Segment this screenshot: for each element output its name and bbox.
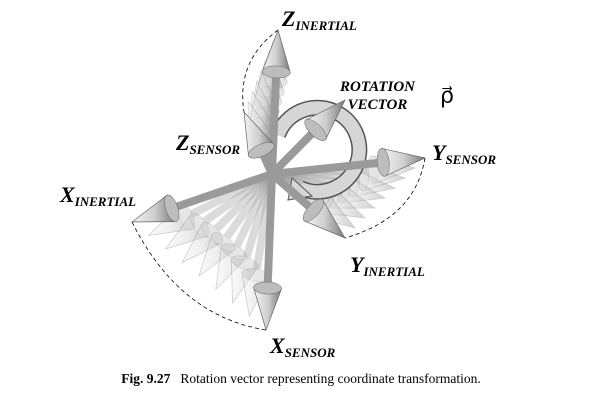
ghost-arrow-x: [215, 172, 276, 291]
label-z-sensor: ZSENSOR: [176, 130, 241, 157]
label-z-inertial: ZINERTIAL: [282, 6, 357, 33]
y-inertial-arrow: [269, 170, 346, 239]
x-sensor-arrow: [253, 173, 283, 332]
x-inertial-arrow: [130, 170, 274, 223]
rotation-vector-arrow: [269, 99, 346, 177]
label-rho: ρ⃗: [440, 84, 454, 109]
rotation-path-z: [242, 29, 279, 113]
caption-text: Rotation vector representing coordinate …: [180, 371, 481, 386]
rotation-path-y: [344, 157, 426, 239]
label-y-inertial: YINERTIAL: [350, 252, 425, 279]
y-sensor-arrow: [271, 147, 427, 178]
rotation-diagram: [130, 28, 427, 332]
z-sensor-arrow: [243, 110, 276, 176]
label-x-inertial: XINERTIAL: [60, 182, 137, 209]
z-inertial-arrow: [261, 28, 291, 175]
label-x-sensor: XSENSOR: [270, 333, 336, 360]
rotation-path-x: [131, 221, 267, 331]
figure-caption: Fig. 9.27 Rotation vector representing co…: [0, 371, 602, 387]
ghost-arrow-x: [198, 171, 276, 277]
label-y-sensor: YSENSOR: [432, 140, 497, 167]
figure-number: Fig. 9.27: [121, 371, 171, 386]
